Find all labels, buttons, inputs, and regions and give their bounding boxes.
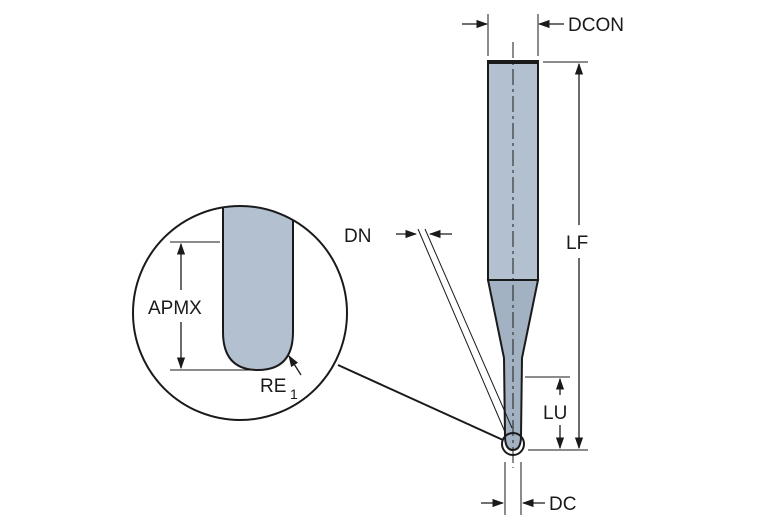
magnifier-circle: [132, 205, 348, 421]
dcon-dimension: DCON: [462, 14, 624, 56]
tip-detail-marker: [501, 432, 525, 456]
end-mill-tool: [486, 42, 540, 468]
magnified-tip-view: APMX RE 1: [132, 205, 348, 421]
re-label: RE: [260, 376, 286, 397]
lu-dimension: LU: [525, 376, 570, 450]
dn-label: DN: [344, 226, 371, 247]
dc-dimension: DC: [481, 462, 576, 515]
lf-label: LF: [566, 233, 588, 254]
lu-label: LU: [543, 403, 567, 424]
dc-label: DC: [549, 494, 576, 515]
dcon-label: DCON: [568, 15, 624, 36]
apmx-label: APMX: [148, 298, 202, 319]
dn-dimension: DN: [344, 226, 513, 433]
re-subscript: 1: [290, 386, 298, 402]
magnified-ball-end: [222, 206, 294, 372]
magnifier-leader-line: [337, 364, 504, 441]
lf-dimension: LF: [528, 61, 588, 451]
